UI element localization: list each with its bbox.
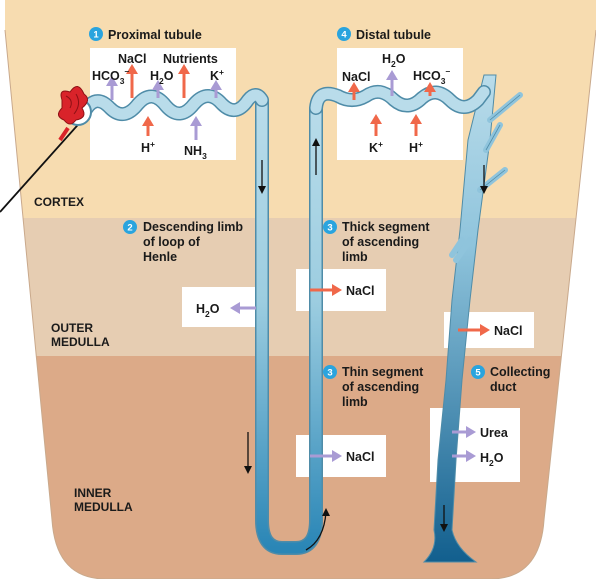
collecting-nacl-label: NaCl (494, 324, 522, 338)
outer-medulla-label-1: OUTER (51, 321, 93, 335)
step-5: 5 Collecting duct (471, 365, 550, 394)
proximal-nutrients: Nutrients (163, 52, 218, 66)
step-2-line-2: of loop of (143, 235, 201, 249)
step-3b-line-2: of ascending (342, 380, 419, 394)
step-3a-line-2: of ascending (342, 235, 419, 249)
collecting-h2o-label: H2O (480, 451, 504, 468)
descending-h2o: H2O (196, 302, 256, 319)
svg-text:1: 1 (93, 30, 99, 41)
svg-text:3: 3 (327, 223, 332, 234)
step-2: 2 Descending limb of loop of Henle (123, 220, 243, 264)
distal-labels: H2O NaCl HCO3– K+ H+ (342, 52, 451, 155)
proximal-labels: NaCl Nutrients HCO3– H2O K+ H+ NH3 (92, 52, 224, 161)
step-3b: 3 Thin segment of ascending limb (323, 365, 424, 409)
inner-medulla-label-1: INNER (74, 486, 112, 500)
thin-asc-nacl-label: NaCl (346, 450, 374, 464)
proximal-nh3: NH3 (184, 144, 207, 161)
proximal-nacl: NaCl (118, 52, 146, 66)
step-3a-line-3: limb (342, 250, 368, 264)
svg-text:4: 4 (341, 30, 347, 41)
step-1-label: Proximal tubule (108, 28, 202, 42)
thin-asc-nacl: NaCl (310, 450, 374, 464)
pointer-line (0, 117, 85, 213)
step-4: 4 Distal tubule (337, 27, 431, 42)
proximal-tubule (77, 88, 269, 121)
svg-text:2: 2 (127, 223, 132, 234)
step-3a-line-1: Thick segment (342, 220, 430, 234)
thick-asc-nacl-label: NaCl (346, 284, 374, 298)
proximal-arrows (106, 64, 222, 140)
distal-arrows (348, 70, 436, 136)
collecting-urea: Urea (452, 426, 509, 440)
proximal-k: K+ (210, 67, 224, 83)
step-4-label: Distal tubule (356, 28, 431, 42)
distal-nacl: NaCl (342, 70, 370, 84)
proximal-hco3: HCO3– (92, 66, 130, 86)
collecting-h2o: H2O (452, 450, 504, 468)
proximal-h2o: H2O (150, 69, 174, 86)
svg-text:5: 5 (475, 368, 481, 379)
glomerulus (58, 86, 92, 142)
thick-asc-nacl: NaCl (310, 284, 374, 298)
flow-arrows (244, 138, 488, 551)
collecting-urea-label: Urea (480, 426, 509, 440)
distal-tubule (309, 84, 491, 115)
step-5-line-1: Collecting (490, 365, 550, 379)
distal-k: K+ (369, 139, 383, 155)
distal-hco3: HCO3– (413, 66, 451, 86)
loop-of-henle (255, 100, 323, 555)
distal-h: H+ (409, 139, 423, 155)
step-5-line-2: duct (490, 380, 517, 394)
step-2-line-1: Descending limb (143, 220, 243, 234)
step-3b-line-1: Thin segment (342, 365, 424, 379)
descending-h2o-label: H2O (196, 302, 220, 319)
inner-medulla-label-2: MEDULLA (74, 500, 133, 514)
step-3a: 3 Thick segment of ascending limb (323, 220, 430, 264)
collecting-nacl: NaCl (458, 324, 522, 338)
step-3b-line-3: limb (342, 395, 368, 409)
cortex-label: CORTEX (34, 195, 84, 209)
svg-text:3: 3 (327, 368, 332, 379)
step-2-line-3: Henle (143, 250, 177, 264)
step-1: 1 Proximal tubule (89, 27, 202, 42)
proximal-h: H+ (141, 139, 155, 155)
outer-medulla-label-2: MEDULLA (51, 335, 110, 349)
distal-h2o: H2O (382, 52, 406, 69)
